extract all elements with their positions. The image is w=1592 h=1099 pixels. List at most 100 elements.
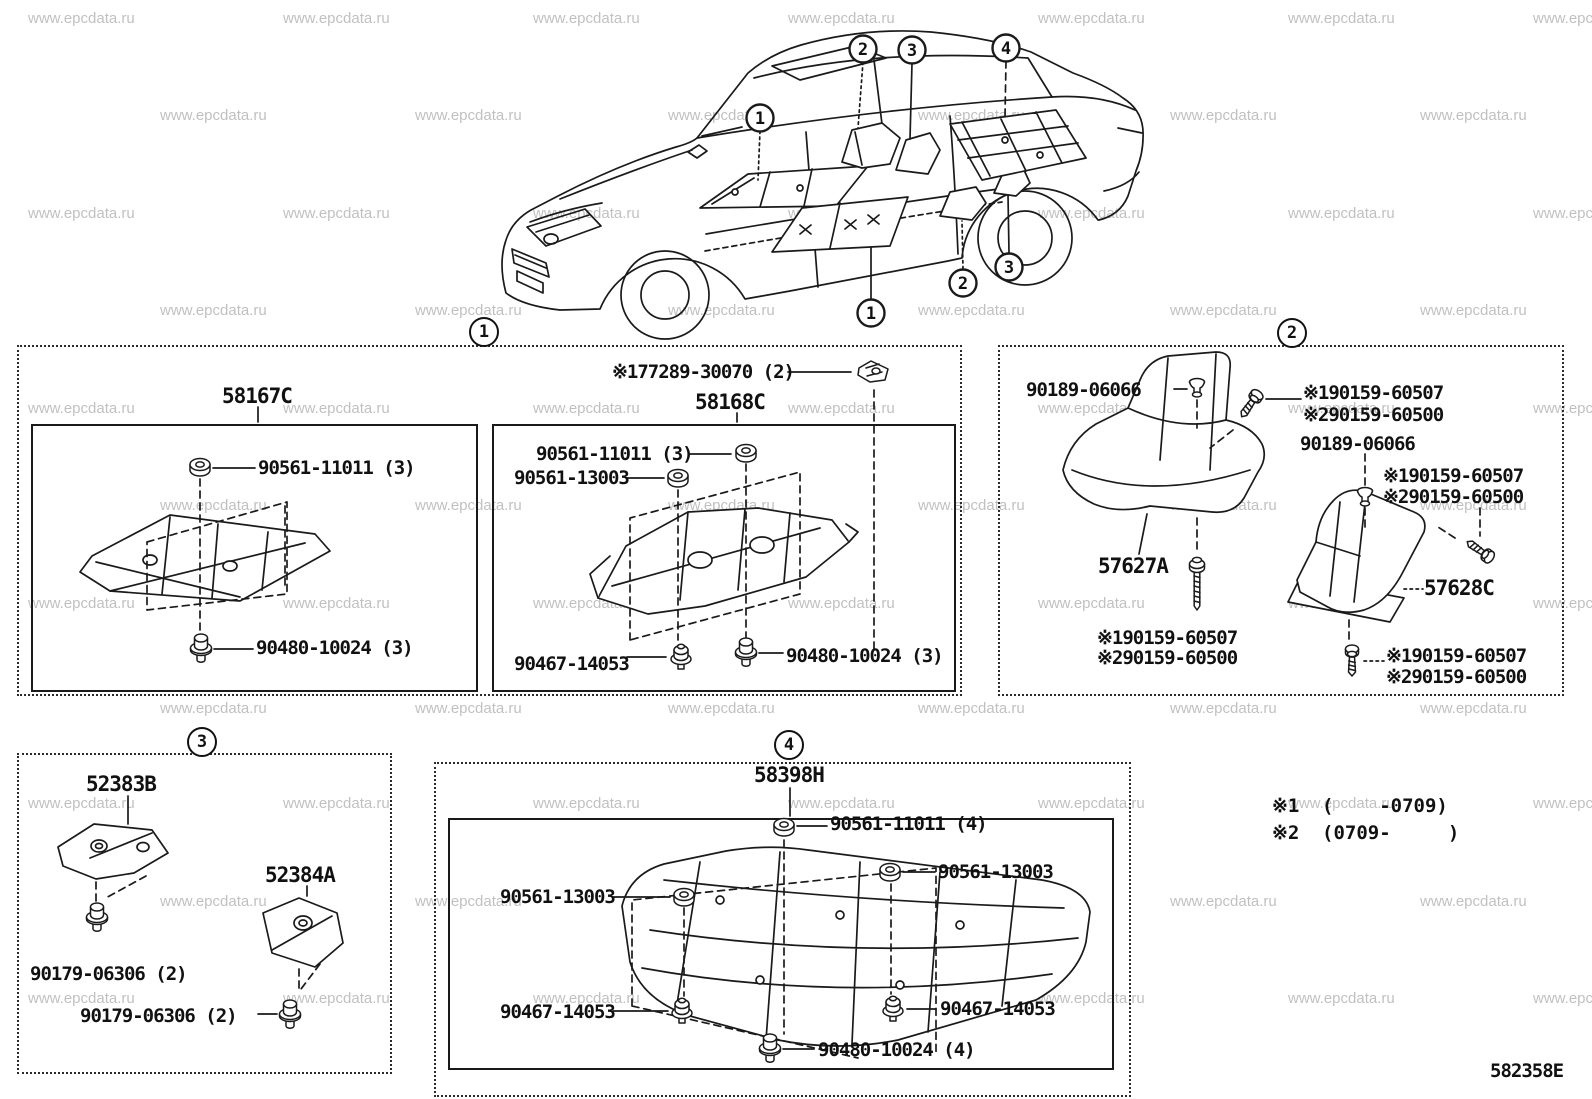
brand-emblem	[543, 233, 559, 245]
part-number-label: 90561-11011 (3)	[536, 443, 694, 465]
diagram-number: 582358E	[1490, 1060, 1564, 1082]
rear-floor-cover-drawing	[621, 846, 1091, 1047]
part-number-label: ※290159-60500	[1097, 647, 1238, 669]
car-callout-1-front-number: 1	[755, 109, 765, 129]
part-number-label: 90561-11011 (4)	[830, 813, 988, 835]
car-callout-2-top	[848, 34, 878, 64]
section-1-number: 1	[478, 322, 490, 342]
part-number-label: ※290159-60500	[1386, 666, 1527, 688]
nut-icon	[189, 457, 211, 477]
panel-code-label: 58167C	[222, 384, 293, 408]
legend-note-2-range: (0709- )	[1322, 822, 1460, 844]
section-1-art	[79, 360, 889, 670]
part-number-label: ※177289-30070 (2)	[612, 361, 795, 383]
section-1-inner-box-left	[31, 424, 478, 692]
front-floor-cover-lh-drawing	[79, 514, 331, 602]
car-callout-4-top	[991, 33, 1021, 63]
part-number-label: 90467-14053	[514, 653, 630, 675]
bolt-icon	[85, 902, 109, 933]
mirror	[687, 144, 708, 159]
part-number-label: ※290159-60500	[1383, 486, 1524, 508]
section-2-box	[998, 345, 1564, 696]
section-4-box	[434, 762, 1131, 1097]
headlamp	[526, 208, 602, 247]
front-wheel	[620, 250, 710, 340]
screw-icon	[1462, 535, 1498, 566]
wheel-opening-cover-front-rh-drawing	[1287, 489, 1426, 623]
car-callout-3-bottom-number: 3	[1004, 258, 1014, 278]
bracket-52384a-drawing	[262, 897, 344, 968]
car-callout-3-top	[897, 35, 927, 65]
car-floor-covers	[699, 109, 1087, 253]
nut-icon	[673, 887, 695, 907]
car-callout-2-bottom-number: 2	[958, 274, 968, 294]
section-1-callout: 1	[469, 317, 499, 347]
section-3-number: 3	[196, 732, 208, 752]
car-callout-3-top-number: 3	[907, 41, 917, 61]
part-number-label: 90561-13003	[514, 467, 630, 489]
part-number-label: 90480-10024 (3)	[256, 637, 414, 659]
part-number-label: 90480-10024 (4)	[818, 1039, 976, 1061]
nut-icon	[735, 443, 757, 463]
section-1-box	[17, 345, 962, 696]
section-4-number: 4	[783, 735, 795, 755]
section-2-callout: 2	[1277, 318, 1307, 348]
section-2-number: 2	[1286, 323, 1298, 343]
section-3-callout: 3	[187, 727, 217, 757]
car-callout-leaders	[757, 60, 1010, 300]
part-number-label: 90480-10024 (3)	[786, 645, 944, 667]
legend-note-1-range: ( -0709)	[1322, 795, 1448, 817]
panel-code-label: 57628C	[1424, 576, 1495, 600]
legend-note-1-symbol: ※1	[1272, 795, 1300, 817]
part-number-label: ※290159-60500	[1303, 404, 1444, 426]
grille	[511, 248, 550, 278]
part-number-label: ※190159-60507	[1097, 627, 1238, 649]
bolt-icon	[734, 637, 758, 668]
rear-wheel	[977, 190, 1073, 286]
washer-nut-icon	[671, 997, 693, 1024]
section-2-art	[1062, 351, 1498, 677]
car-callout-3-bottom	[994, 252, 1024, 282]
part-number-label: 90179-06306 (2)	[80, 1005, 238, 1027]
part-number-label: 90561-13003	[500, 886, 616, 908]
car-callout-1-bottom	[856, 298, 886, 328]
part-number-label: 90189-06066	[1026, 379, 1142, 401]
section-4-callout: 4	[774, 730, 804, 760]
car-callout-1-front	[745, 103, 775, 133]
panel-code-label: 52384A	[265, 863, 336, 887]
car-callout-2-top-number: 2	[858, 40, 868, 60]
panel-code-label: 57627A	[1098, 554, 1169, 578]
car-callout-2-bottom	[948, 268, 978, 298]
car-callout-1-bottom-number: 1	[866, 304, 876, 324]
panel-code-label: 58168C	[695, 390, 766, 414]
section-3-art	[57, 795, 344, 1030]
part-number-label: 90179-06306 (2)	[30, 963, 188, 985]
nut-icon	[667, 468, 689, 488]
clip-icon	[857, 360, 889, 383]
legend-note-2-symbol: ※2	[1272, 822, 1300, 844]
bracket-52383b-drawing	[57, 823, 169, 880]
part-number-label: 90561-11011 (3)	[258, 457, 416, 479]
part-number-label: 90189-06066	[1300, 433, 1416, 455]
part-number-label: ※190159-60507	[1303, 382, 1444, 404]
front-floor-cover-rh-drawing	[589, 507, 859, 615]
nut-icon	[773, 817, 795, 837]
car-callout-4-top-number: 4	[1001, 39, 1011, 59]
part-number-label: 90467-14053	[500, 1001, 616, 1023]
part-number-label: 90561-13003	[938, 861, 1054, 883]
panel-code-label: 58398H	[754, 763, 825, 787]
car-illustration: 1 2 3 4 1 2 3	[501, 30, 1144, 340]
panel-code-label: 52383B	[86, 772, 157, 796]
long-screw-icon	[1188, 556, 1206, 611]
section-4-art	[612, 787, 1091, 1064]
part-number-label: ※190159-60507	[1386, 645, 1527, 667]
screw-icon	[1344, 644, 1360, 677]
screw-icon	[1235, 386, 1266, 422]
section-1-inner-box-right	[492, 424, 956, 692]
part-number-label: ※190159-60507	[1383, 465, 1524, 487]
washer-nut-icon	[670, 643, 692, 670]
nut-icon	[879, 862, 901, 882]
wheel-opening-cover-front-lh-drawing	[1062, 351, 1266, 514]
